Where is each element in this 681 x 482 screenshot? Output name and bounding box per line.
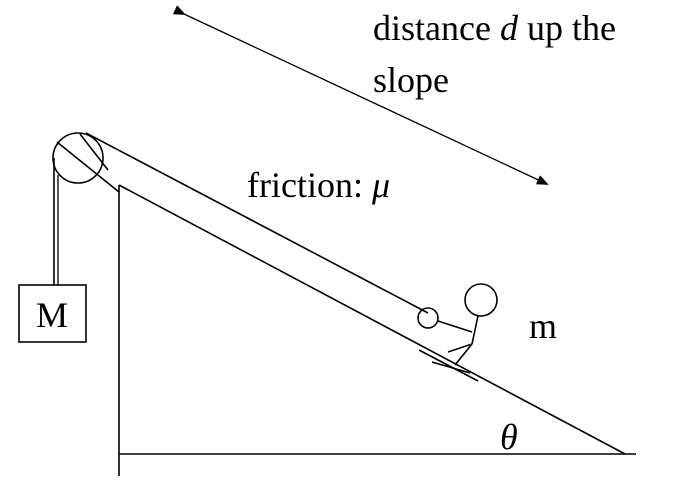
incline-surface <box>118 184 626 455</box>
pulley-bracket <box>56 141 120 193</box>
person-arm <box>437 320 473 333</box>
rope-to-block <box>85 132 429 314</box>
distance-label-line1: distance d up the <box>373 8 616 48</box>
pulley-wheel <box>52 132 104 184</box>
person-head <box>464 283 498 317</box>
pulley-bracket-2 <box>79 133 109 171</box>
hanging-mass-label: M <box>36 295 68 335</box>
hanging-mass-box <box>18 284 87 343</box>
sled-runner <box>418 349 479 382</box>
angle-label: θ <box>500 417 518 457</box>
small-mass-label: m <box>529 306 557 346</box>
rope-handle-ring <box>417 307 439 329</box>
person-body <box>471 315 479 345</box>
sled-runner-2 <box>431 361 471 374</box>
person-leg-back <box>454 343 473 366</box>
person-leg-front <box>447 343 473 353</box>
friction-label: friction: μ <box>247 165 390 205</box>
distance-arrow <box>172 5 549 185</box>
distance-label-line2: slope <box>373 60 449 100</box>
